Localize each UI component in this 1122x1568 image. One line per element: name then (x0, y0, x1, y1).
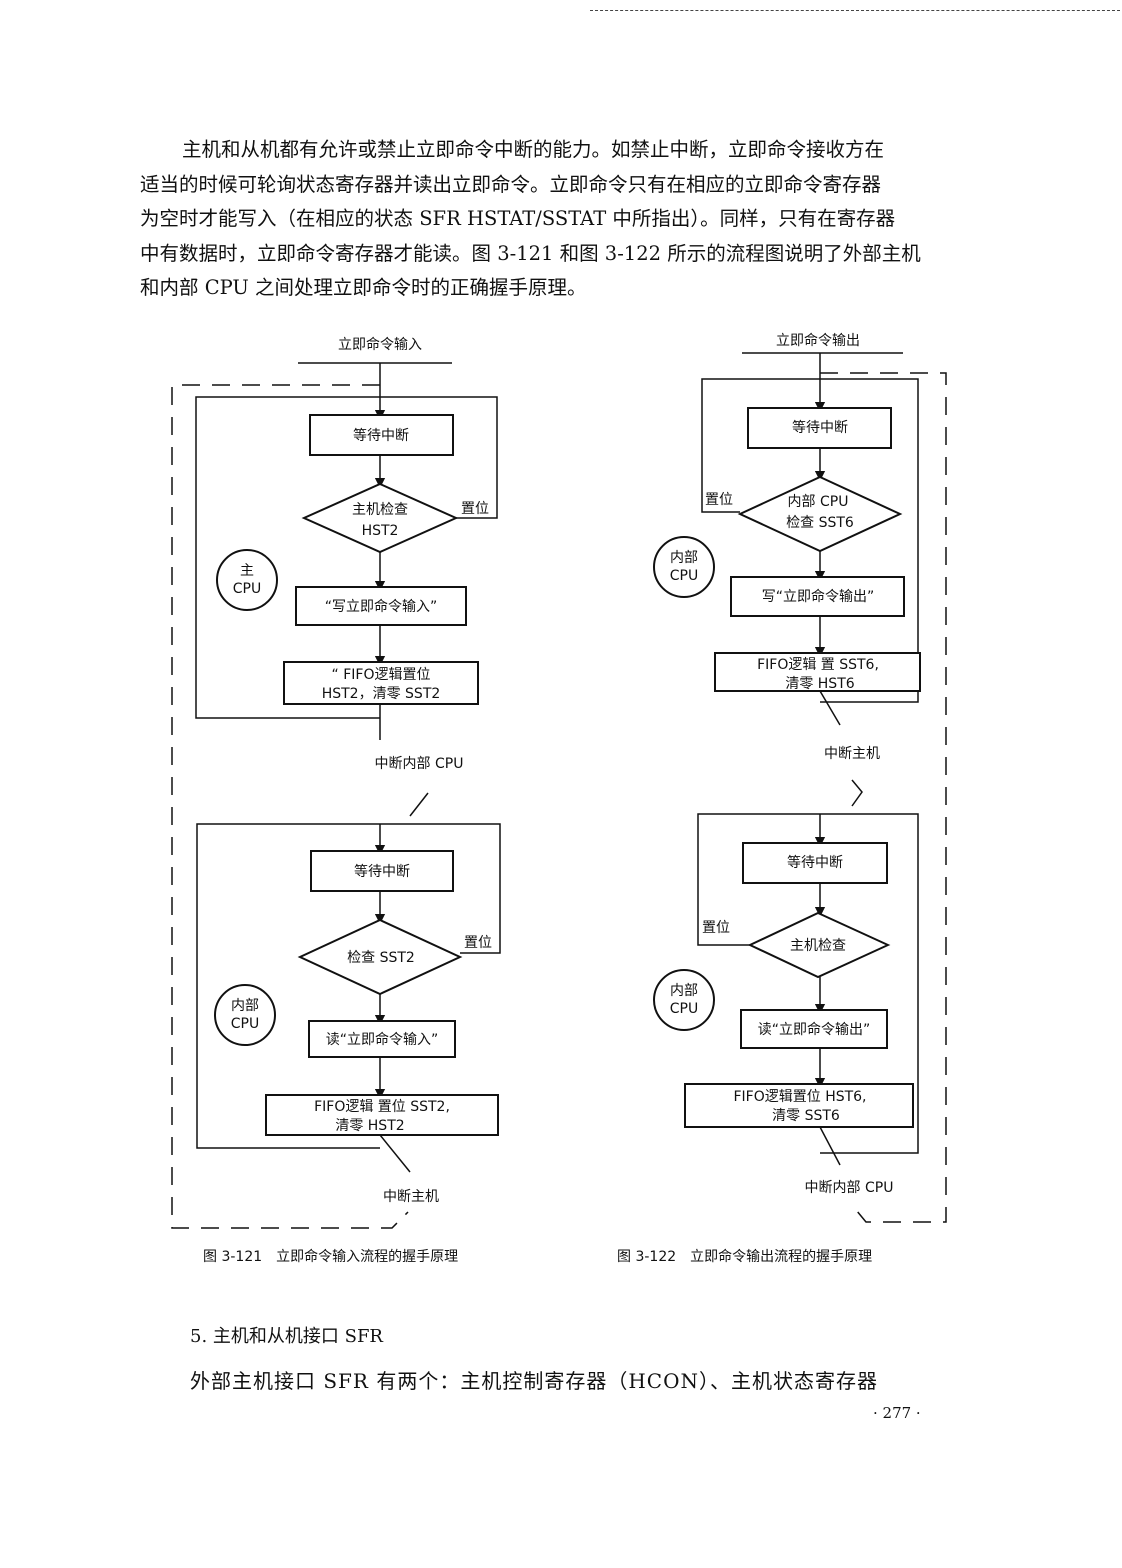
figure-caption-3-121: 图 3-121 立即命令输入流程的握手原理 (203, 1249, 459, 1265)
check-sst2-label: 检查 SST2 (347, 950, 415, 966)
bottom-loop-line (196, 823, 501, 1149)
cpu-check-label: 内部 CPU (788, 494, 849, 510)
set-label: 置位 (702, 920, 730, 936)
fifo-logic-label: 清零 HST2 (335, 1118, 404, 1134)
host-check-label: 主机检查 (352, 502, 408, 518)
fifo-logic-label: FIFO逻辑 置 SST6, (757, 657, 879, 673)
cpu-check-reg: 检查 SST6 (786, 515, 854, 531)
paragraph-line: 为空时才能写入（在相应的状态 SFR HSTAT/SSTAT 中所指出）。同样，… (140, 207, 896, 230)
fifo-logic-label: FIFO逻辑 置位 SST2, (314, 1099, 450, 1115)
cpu-circle-label: CPU (233, 581, 261, 597)
host-check-diamond (747, 911, 891, 979)
paragraph-line: 中有数据时，立即命令寄存器才能读。图 3-121 和图 3-122 所示的流程图… (140, 241, 921, 265)
wait-interrupt-box (742, 842, 888, 884)
top-loop-line (701, 378, 919, 703)
wait-interrupt-label: 等待中断 (792, 419, 848, 436)
cpu-circle-label: CPU (670, 568, 698, 584)
figure-caption-3-122: 图 3-122 立即命令输出流程的握手原理 (617, 1249, 873, 1265)
write-command-box (730, 576, 905, 617)
cpu-circle-label: 内部 (231, 998, 259, 1014)
paragraph-line: 适当的时候可轮询状态寄存器并读出立即命令。立即命令只有在相应的立即命令寄存器 (140, 172, 882, 196)
host-check-reg: HST2 (362, 523, 399, 539)
fifo-logic-label: 清零 SST6 (772, 1108, 840, 1124)
set-label: 置位 (464, 935, 492, 951)
figure-3-121: 立即命令输入 等待中断 主机检查 HST2 置位 主 CPU “写立即命令输入”… (171, 336, 501, 1229)
set-label: 置位 (461, 501, 489, 517)
cpu-check-diamond (737, 475, 903, 553)
cpu-circle (653, 536, 715, 598)
host-check-diamond (301, 482, 459, 554)
cpu-circle-label: CPU (231, 1016, 259, 1032)
fifo-logic-label: HST2，清零 SST2 (322, 686, 441, 702)
body-paragraph: 主机和从机都有允许或禁止立即命令中断的能力。如禁止中断，立即命令接收方在 适当的… (140, 133, 970, 306)
page-number: · 277 · (873, 1404, 921, 1422)
transfer-mark (851, 779, 863, 807)
top-loop-line (195, 396, 498, 719)
flow-line (819, 690, 841, 726)
section-heading: 5. 主机和从机接口 SFR (190, 1326, 383, 1347)
fifo-logic-box (684, 1083, 914, 1128)
write-command-label: 写“立即命令输出” (762, 588, 875, 605)
cpu-circle-label: CPU (670, 1001, 698, 1017)
read-command-box (740, 1009, 888, 1049)
fifo-logic-label: “ FIFO逻辑置位 (332, 667, 431, 683)
body-paragraph-continuation: 外部主机接口 SFR 有两个：主机控制寄存器（HCON）、主机状态寄存器 (190, 1369, 878, 1393)
wait-interrupt-label: 等待中断 (354, 863, 410, 880)
fifo-logic-label: FIFO逻辑置位 HST6, (733, 1089, 866, 1105)
write-command-box (295, 586, 467, 626)
transfer-mark (409, 792, 429, 817)
cpu-circle (216, 549, 278, 611)
flow-line (379, 1134, 411, 1173)
read-command-box (308, 1020, 456, 1058)
wait-interrupt-box (309, 414, 454, 456)
cpu-circle-label: 内部 (670, 983, 698, 999)
output-label: 立即命令输出 (776, 332, 860, 349)
cpu-circle-label: 内部 (670, 550, 698, 566)
cpu-circle (653, 969, 715, 1031)
header-dashed-rule (590, 10, 1120, 11)
wait-interrupt-box (310, 850, 454, 892)
cpu-circle (214, 984, 276, 1046)
outer-dashed-loop (820, 372, 947, 1223)
fifo-logic-box (283, 661, 479, 705)
input-label: 立即命令输入 (338, 336, 422, 353)
fifo-logic-box (265, 1094, 499, 1136)
read-command-label: 读“立即命令输入” (326, 1031, 439, 1048)
cpu-circle-label: 主 (240, 563, 254, 579)
interrupt-cpu-label: 中断内部 CPU (375, 756, 464, 772)
paragraph-line: 和内部 CPU 之间处理立即命令时的正确握手原理。 (140, 276, 587, 299)
wait-interrupt-label: 等待中断 (353, 427, 409, 444)
interrupt-host-label: 中断主机 (824, 746, 880, 762)
interrupt-cpu-label: 中断内部 CPU (805, 1180, 894, 1196)
fifo-logic-box (714, 652, 921, 692)
write-command-label: “写立即命令输入” (325, 598, 438, 615)
figure-3-122: 立即命令输出 等待中断 内部 CPU 检查 SST6 置位 内部 CPU 写“立… (653, 332, 947, 1223)
set-label: 置位 (705, 492, 733, 508)
outer-dashed-loop (171, 384, 409, 1229)
fifo-logic-label: 清零 HST6 (785, 676, 854, 692)
host-check-label: 主机检查 (790, 938, 846, 954)
interrupt-host-label: 中断主机 (383, 1189, 439, 1205)
read-command-label: 读“立即命令输出” (758, 1021, 871, 1038)
wait-interrupt-label: 等待中断 (787, 854, 843, 871)
bottom-loop-line (697, 813, 919, 1154)
paragraph-line: 主机和从机都有允许或禁止立即命令中断的能力。如禁止中断，立即命令接收方在 (182, 138, 885, 161)
flow-line (819, 1126, 841, 1166)
